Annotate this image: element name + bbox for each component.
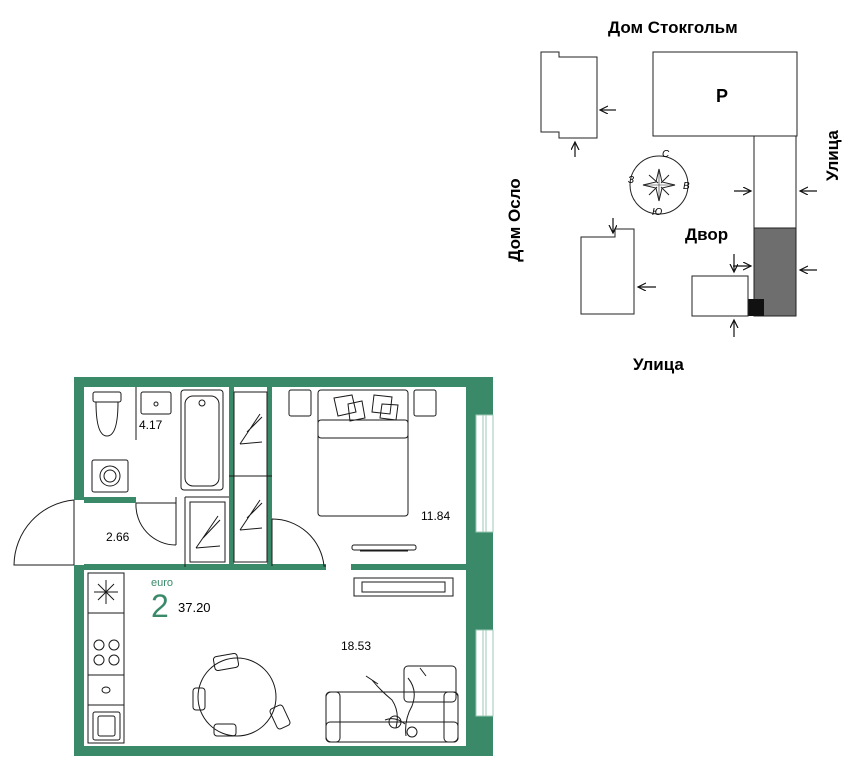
compass-rose [629,155,689,215]
street-bottom-label: Улица [633,355,684,374]
nightstand [288,389,312,417]
fixtures [13,387,459,744]
total-area: 37.20 [178,600,211,615]
washing-machine [91,459,129,493]
stove-burner [108,639,120,651]
wardrobe [233,475,268,563]
walls [74,377,493,756]
wardrobe [233,391,268,477]
living-door [271,518,326,567]
entrance-door [13,499,75,566]
stove-burner [108,654,120,666]
tv-stand [353,577,454,597]
apartment-type-label: euro [151,577,174,589]
entrance-marker [748,299,764,316]
chair [269,704,291,730]
stove-burner [93,654,105,666]
area-kitchen-living: 18.53 [341,639,372,653]
bathtub [180,389,224,491]
compass-south: Ю [652,207,663,218]
building-oslo-south [580,228,635,315]
kitchen-sink [92,711,121,741]
chair [192,687,206,711]
building-annex [691,275,749,317]
people-illustration [365,667,427,737]
parking-label: Р [716,86,729,106]
compass-north: С [662,149,670,160]
windows [475,414,494,717]
house-stockholm-label: Дом Стокгольм [608,18,738,37]
toilet-bowl [95,401,119,437]
area-bathroom: 4.17 [139,418,163,432]
yard-label: Двор [685,225,729,244]
faucet [101,686,111,694]
tv-bedroom [351,544,417,551]
nightstand [413,389,437,417]
fridge-icon [94,580,118,604]
armchair [403,665,457,703]
building-stockholm [652,51,798,137]
compass-west: З [628,175,635,186]
room-count: 2 [151,588,169,624]
area-hallway: 2.66 [106,530,130,544]
chair [212,652,240,672]
stove-burner [93,639,105,651]
bathroom-door [135,502,177,546]
building-oslo-north [540,51,598,139]
closet [189,501,226,563]
kitchen-counter [87,572,125,744]
compass-east: В [683,181,690,192]
bathroom-sink [140,391,172,415]
toilet [92,391,122,403]
chair [213,723,237,737]
dining-table [197,657,277,737]
bed [317,389,409,517]
area-bedroom: 11.84 [421,509,451,523]
